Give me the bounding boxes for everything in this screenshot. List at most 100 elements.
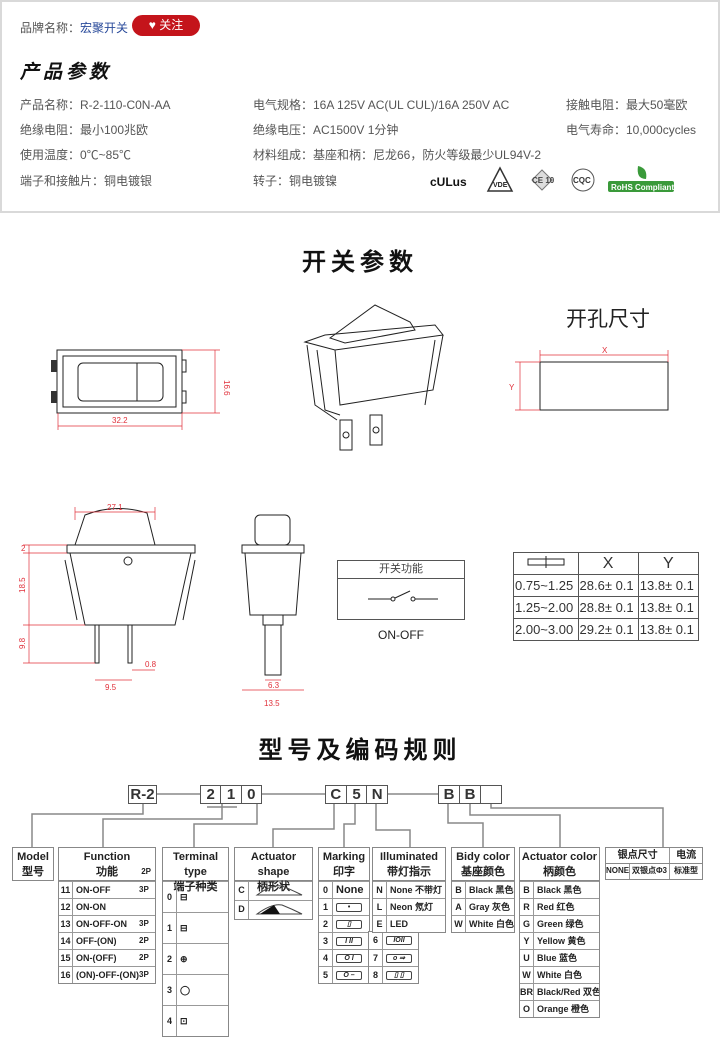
list-item: D: [235, 900, 312, 919]
code-char: B: [460, 786, 481, 803]
code: O: [520, 1001, 534, 1017]
code-char: R-2: [130, 786, 155, 803]
follow-label: 关注: [159, 18, 184, 32]
marking-bars-icon: ▯: [333, 916, 369, 932]
terminal-2-icon: ⊕: [180, 954, 188, 964]
model-cn: 型号: [22, 866, 44, 878]
param: 绝缘电压：AC1500V 1分钟: [253, 123, 399, 137]
param: 端子和接触片：铜电镀银: [20, 174, 153, 188]
cul-us-logo-icon: cULus: [430, 175, 467, 189]
marking-o-arrow-icon: o ⇒: [383, 950, 418, 966]
label: Black 黑色: [537, 885, 582, 895]
params-title: 产品参数: [20, 61, 113, 83]
brand-row: 品牌名称：宏聚开关: [20, 19, 128, 36]
code: R: [520, 899, 534, 915]
code: 1: [319, 899, 333, 915]
label: ON-ON: [76, 902, 106, 912]
actuator-color-cn: 柄颜色: [543, 866, 576, 878]
side-view-drawing: 27.1 2 18.5 9.8 9.5 0.8: [18, 503, 196, 692]
label: Yellow 黄色: [537, 936, 586, 946]
code: L: [373, 899, 387, 915]
terminal-4-icon: ⊡: [180, 1016, 188, 1026]
code: 8: [369, 967, 383, 983]
switch-symbol-icon: [368, 590, 438, 602]
pole: [139, 899, 155, 915]
list-item: C: [235, 881, 312, 900]
dim-d: 9.5: [105, 683, 117, 692]
code: 3: [163, 975, 177, 1005]
marking-dot-icon: •: [333, 899, 369, 915]
product-info-panel: [0, 0, 720, 213]
list-item: 3◯: [163, 974, 228, 1005]
terminal-en: Terminal type: [172, 851, 219, 878]
follow-button[interactable]: ♥ 关注: [132, 15, 200, 36]
code-char: C: [326, 786, 347, 803]
list-item: 16(ON)-OFF-(ON)3P: [59, 966, 155, 983]
body-color-cn: 基座颜色: [461, 866, 505, 878]
ce10-logo-icon: CE 10: [531, 169, 555, 191]
code: BR: [520, 984, 534, 1000]
dim-g: 13.5: [264, 699, 280, 708]
marking-en: Marking: [322, 851, 366, 863]
cert-logos: cULus VDE CE 10 CQC RoHS Compliant: [430, 166, 674, 192]
code: 15: [59, 950, 73, 966]
brand-label: 品牌名称：: [20, 21, 81, 35]
label: Black/Red 双色: [537, 987, 599, 997]
pole: 3P: [139, 885, 149, 894]
switch-function-title: 开关功能: [338, 561, 464, 579]
code: 1: [163, 913, 177, 943]
dim-b: 18.5: [18, 577, 27, 593]
dim-c: 9.8: [18, 637, 27, 649]
heart-icon: ♥: [148, 18, 156, 32]
list-item: 2⊕: [163, 943, 228, 974]
code: C: [235, 882, 249, 900]
code-char: 1: [221, 786, 242, 803]
thickness-icon: [513, 552, 579, 575]
code: D: [235, 901, 249, 919]
code: 7: [369, 950, 383, 966]
code-char: 5: [347, 786, 368, 803]
cell: 29.2± 0.1: [577, 618, 639, 641]
pole: 2P: [139, 953, 149, 962]
hole-drawing: X Y: [509, 346, 669, 411]
label: Gray 灰色: [469, 902, 511, 912]
col-y: Y: [637, 552, 700, 575]
rohs-logo-icon: RoHS Compliant: [608, 166, 674, 192]
model-en: Model: [17, 851, 49, 863]
col-x: X: [577, 552, 639, 575]
cell: NONE: [606, 864, 630, 879]
code: 11: [59, 882, 73, 898]
label: Black 黑色: [469, 885, 514, 895]
list-item: 1•: [319, 898, 369, 915]
code: 6: [369, 932, 383, 949]
label: Green 绿色: [537, 919, 584, 929]
silver-size-header: 银点尺寸: [606, 848, 671, 863]
brand-link[interactable]: 宏聚开关: [80, 21, 129, 35]
param: 电气寿命：10,000cycles: [566, 123, 697, 137]
dim-top: 27.1: [107, 503, 123, 512]
dim-x: X: [602, 346, 608, 355]
rohs-logo-text: RoHS Compliant: [611, 183, 674, 192]
cell: 标准型: [674, 866, 698, 875]
actuator-color-en: Actuator color: [521, 851, 598, 863]
dim-width: 32.2: [112, 416, 128, 425]
code: 5: [319, 967, 333, 983]
